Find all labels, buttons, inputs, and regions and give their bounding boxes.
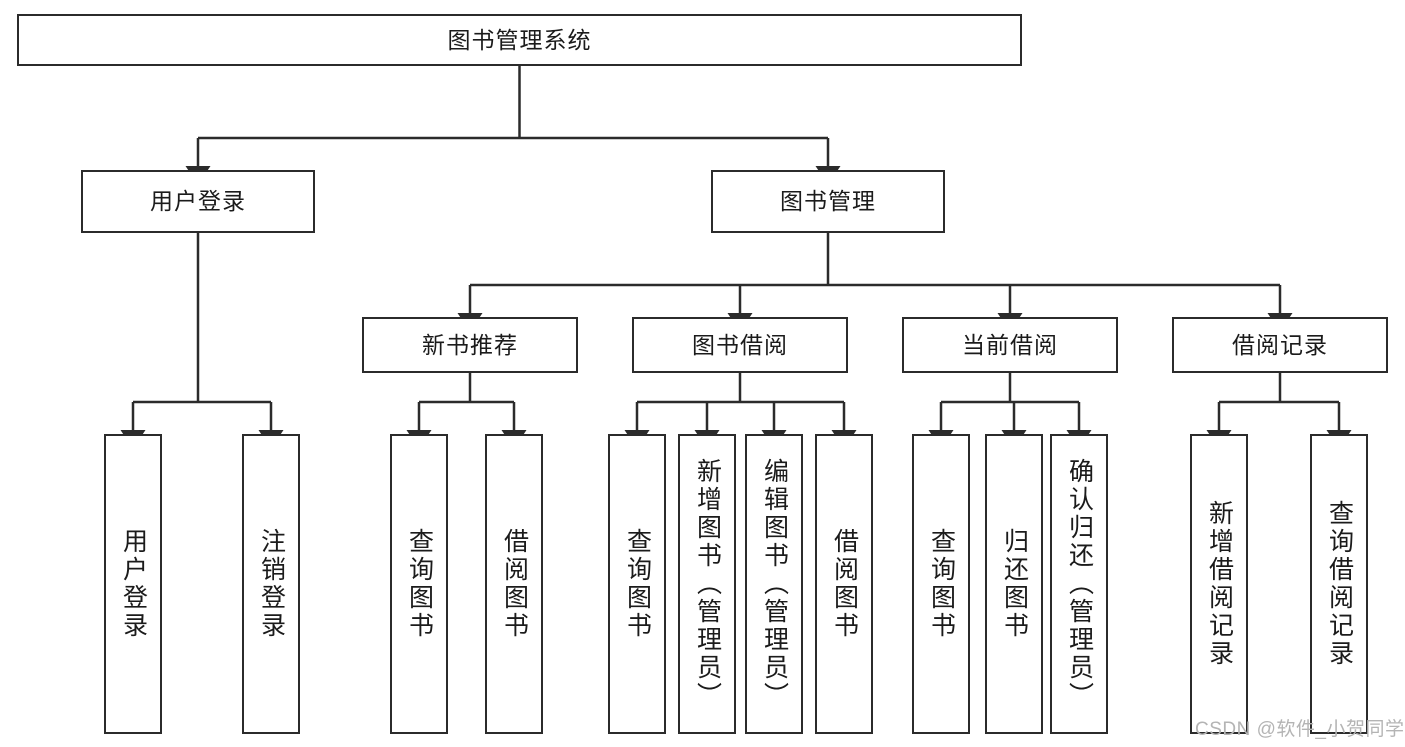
node-label: 用户登录 (150, 188, 246, 214)
node-leaf_b_book_1[interactable]: 借阅图书 (485, 434, 543, 734)
node-leaf_q_book_3[interactable]: 查询图书 (912, 434, 970, 734)
node-leaf_edit_book[interactable]: 编辑图书（管理员） (745, 434, 803, 734)
node-label: 查询图书 (405, 528, 434, 640)
node-label: 编辑图书（管理员） (760, 458, 789, 710)
node-label: 用户登录 (119, 528, 148, 640)
node-leaf_confirm[interactable]: 确认归还（管理员） (1050, 434, 1108, 734)
node-leaf_q_book_1[interactable]: 查询图书 (390, 434, 448, 734)
node-label: 借阅图书 (830, 528, 859, 640)
node-leaf_return[interactable]: 归还图书 (985, 434, 1043, 734)
node-leaf_add_log[interactable]: 新增借阅记录 (1190, 434, 1248, 734)
node-label: 图书管理系统 (447, 26, 592, 53)
node-label: 确认归还（管理员） (1065, 458, 1094, 710)
node-label: 新增图书（管理员） (693, 458, 722, 710)
node-leaf_q_book_2[interactable]: 查询图书 (608, 434, 666, 734)
node-label: 借阅图书 (500, 528, 529, 640)
node-leaf_q_log[interactable]: 查询借阅记录 (1310, 434, 1368, 734)
node-label: 注销登录 (257, 528, 286, 640)
node-leaf_b_book_2[interactable]: 借阅图书 (815, 434, 873, 734)
node-new_rec[interactable]: 新书推荐 (362, 317, 578, 373)
node-borrow_log[interactable]: 借阅记录 (1172, 317, 1388, 373)
node-user_login[interactable]: 用户登录 (81, 170, 315, 233)
node-label: 查询图书 (623, 528, 652, 640)
node-label: 归还图书 (1000, 528, 1029, 640)
node-cur_borrow[interactable]: 当前借阅 (902, 317, 1118, 373)
node-leaf_logout[interactable]: 注销登录 (242, 434, 300, 734)
node-leaf_add_book[interactable]: 新增图书（管理员） (678, 434, 736, 734)
node-label: 查询图书 (927, 528, 956, 640)
node-label: 新书推荐 (422, 331, 518, 358)
node-label: 查询借阅记录 (1325, 500, 1354, 668)
node-label: 图书借阅 (692, 331, 788, 358)
node-book_manage[interactable]: 图书管理 (711, 170, 945, 233)
node-leaf_login[interactable]: 用户登录 (104, 434, 162, 734)
node-label: 借阅记录 (1232, 331, 1328, 358)
node-label: 新增借阅记录 (1205, 500, 1234, 668)
node-label: 当前借阅 (962, 331, 1058, 358)
node-label: 图书管理 (780, 188, 876, 214)
node-root[interactable]: 图书管理系统 (17, 14, 1022, 66)
node-book_borrow[interactable]: 图书借阅 (632, 317, 848, 373)
